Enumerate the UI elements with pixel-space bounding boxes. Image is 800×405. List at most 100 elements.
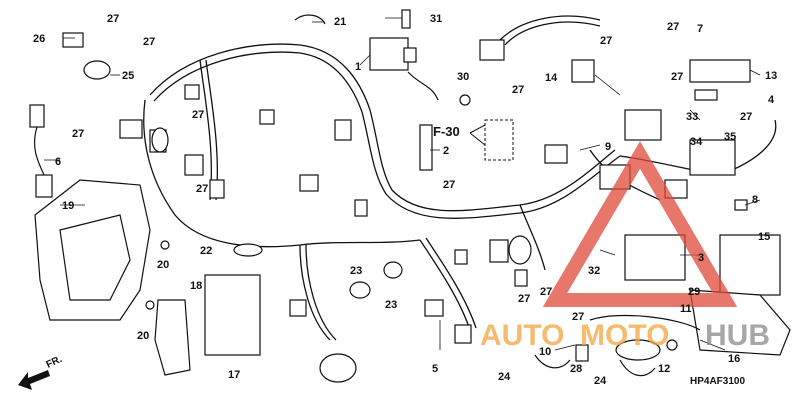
callout-28: 28 (570, 363, 582, 375)
sensor-part (35, 174, 53, 198)
callout-25: 25 (122, 70, 134, 82)
front-arrow-icon (18, 370, 50, 390)
plug-cap (419, 124, 433, 171)
leader-lines (44, 17, 761, 351)
callout-27: 27 (192, 109, 204, 121)
reference-label: F-30 (433, 124, 460, 139)
callout-13: 13 (765, 70, 777, 82)
callout-17: 17 (228, 369, 240, 381)
callout-31: 31 (430, 13, 442, 25)
watermark-text-hub: HUB (705, 319, 770, 352)
callout-24: 24 (594, 375, 607, 387)
connector-plug (151, 127, 169, 153)
callout-3: 3 (698, 252, 704, 264)
callout-20: 20 (137, 330, 149, 342)
callout-27: 27 (667, 21, 679, 33)
callout-34: 34 (690, 136, 703, 148)
harness-connectors (119, 39, 688, 383)
callout-6: 6 (55, 156, 61, 168)
front-label: FR. (45, 354, 64, 371)
callout-1: 1 (355, 61, 361, 73)
grommet-part (383, 261, 403, 279)
watermark: AUTO MOTO HUB (480, 141, 770, 352)
connector-block (184, 154, 204, 176)
bolt-part (145, 300, 155, 310)
callout-30: 30 (457, 71, 469, 83)
callout-11: 11 (680, 303, 692, 315)
callout-18: 18 (190, 280, 202, 292)
connector-block (299, 174, 319, 192)
connector-block (119, 119, 143, 139)
clamp-part (615, 339, 661, 361)
bolt-part (160, 240, 170, 250)
callout-9: 9 (605, 141, 611, 153)
callout-23: 23 (350, 265, 362, 277)
connector-block (184, 84, 200, 100)
control-unit (719, 234, 781, 296)
bracket-inner (59, 214, 131, 301)
callout-27: 27 (740, 111, 752, 123)
fuse-holder (689, 139, 736, 176)
callout-2: 2 (443, 145, 449, 157)
nut-part (666, 339, 678, 351)
ignition-coil (369, 37, 409, 71)
connector-block (479, 39, 505, 61)
callout-4: 4 (768, 94, 775, 106)
callout-35: 35 (724, 131, 736, 143)
callout-5: 5 (432, 363, 438, 375)
callout-numbers: 27 26 27 25 27 27 27 6 19 20 20 22 18 17… (33, 13, 777, 387)
sensor-part (29, 104, 45, 128)
watermark-text-auto: AUTO (480, 319, 564, 352)
small-clip (575, 344, 589, 362)
connector-block (454, 249, 468, 265)
connector-block (514, 269, 528, 287)
bracket-part (154, 299, 191, 376)
callout-24: 24 (498, 371, 511, 383)
connector-block (209, 179, 225, 199)
fuse-box (689, 59, 751, 83)
band-part (619, 359, 656, 377)
callout-8: 8 (752, 194, 758, 206)
reference-arrow (469, 124, 486, 146)
callout-27: 27 (72, 128, 84, 140)
connector-plug (319, 353, 357, 383)
connector-block (354, 199, 368, 217)
callout-27: 27 (572, 311, 584, 323)
callout-7: 7 (697, 23, 703, 35)
connector-plug (508, 235, 532, 265)
connector-block (424, 299, 444, 317)
fuse-cover (694, 89, 718, 101)
callout-19: 19 (62, 200, 74, 212)
front-direction-indicator: FR. (18, 354, 64, 390)
band-part (83, 60, 111, 80)
catalog-code: HP4AF3100 (690, 376, 745, 387)
callout-20: 20 (157, 259, 169, 271)
callout-27: 27 (518, 293, 530, 305)
callout-12: 12 (658, 363, 670, 375)
clip-part (589, 314, 701, 331)
clip-part (62, 32, 84, 48)
bolt-part (401, 9, 411, 29)
callout-26: 26 (33, 33, 45, 45)
reference-frame (484, 119, 514, 161)
callout-27: 27 (107, 13, 119, 25)
callout-27: 27 (600, 35, 612, 47)
small-clip (734, 199, 748, 211)
callout-27: 27 (540, 286, 552, 298)
bolt-part (459, 94, 471, 106)
callout-27: 27 (443, 179, 455, 191)
relay-block (624, 109, 662, 141)
module-part (624, 234, 686, 281)
watermark-text-moto: MOTO (580, 319, 669, 352)
ignition-coil-cap (403, 47, 417, 63)
callout-27: 27 (196, 183, 208, 195)
connector-block (489, 239, 509, 263)
callout-29: 29 (688, 286, 700, 298)
callout-22: 22 (200, 245, 212, 257)
callout-27: 27 (143, 36, 155, 48)
grommet-part (349, 281, 371, 299)
clamp-part (233, 243, 263, 257)
callout-15: 15 (758, 231, 770, 243)
